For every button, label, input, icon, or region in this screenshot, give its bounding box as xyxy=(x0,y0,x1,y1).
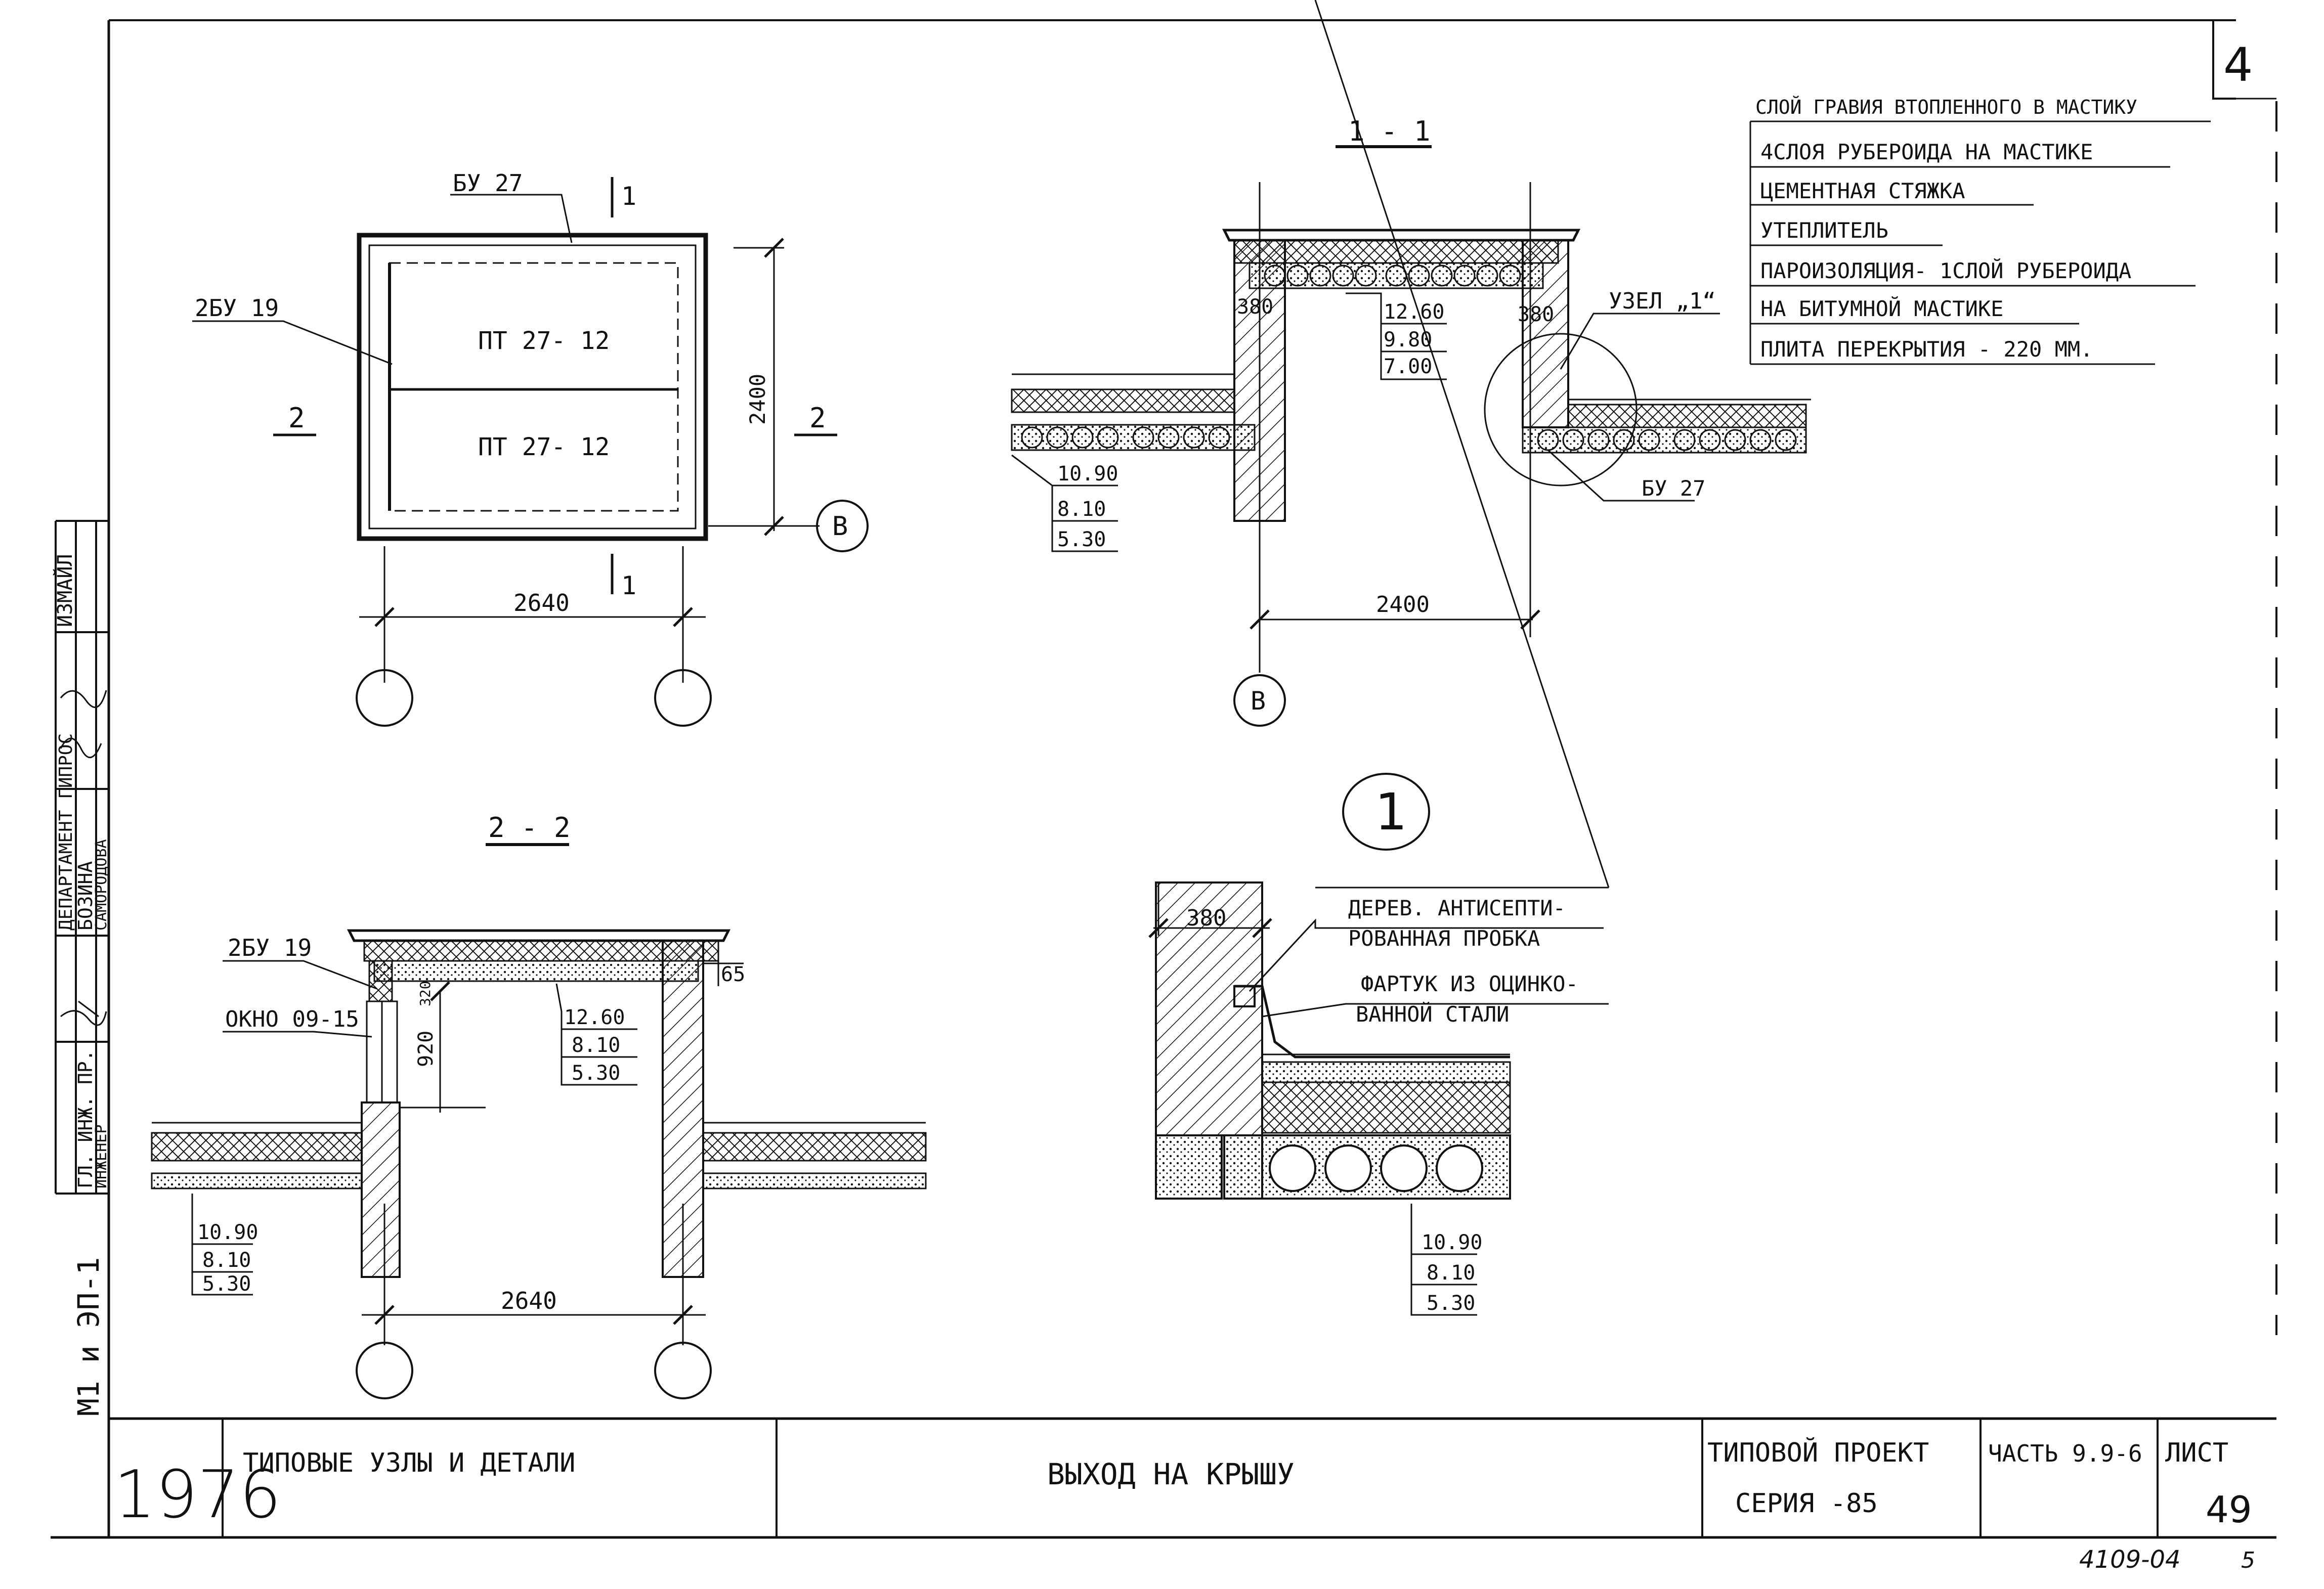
footer-code: 4109-04 xyxy=(2079,1546,2181,1574)
section-1-1-wall-right: 380 xyxy=(1518,303,1554,326)
section-1-1-title: 1 - 1 xyxy=(1348,115,1431,147)
side-stamp xyxy=(55,520,109,1195)
title-main: ВЫХОД НА КРЫШУ xyxy=(1047,1457,1295,1491)
title-block xyxy=(222,1419,2159,1537)
footer-page: 5 xyxy=(2241,1548,2255,1573)
stamp-cell-0: ИЗМАЙЛ xyxy=(53,554,77,628)
level-bottom-0: 10.90 xyxy=(1057,462,1118,485)
section-2-2 xyxy=(151,843,927,1399)
title-category: ТИПОВЫЕ УЗЛЫ И ДЕТАЛИ xyxy=(243,1448,575,1478)
level-top-2: 7.00 xyxy=(1384,355,1432,378)
plan-section-mark-right: 2 xyxy=(809,402,826,434)
plan-dim-height: 2400 xyxy=(745,374,770,425)
signature-mark xyxy=(60,1000,107,1026)
title-block-text: 1976 ТИПОВЫЕ УЗЛЫ И ДЕТАЛИ ВЫХОД НА КРЫШ… xyxy=(114,1437,2255,1574)
stamp-cell-3: САМОРОДОВА xyxy=(93,839,110,931)
node-1-level-2: 5.30 xyxy=(1427,1292,1475,1315)
signature-mark xyxy=(60,690,107,759)
layer-legend xyxy=(1749,120,2211,365)
plan-view xyxy=(192,177,869,727)
plan-dim-width: 2640 xyxy=(513,589,570,616)
layer-2: ЦЕМЕНТНАЯ СТЯЖКА xyxy=(1760,179,1965,203)
stamp-cell-1: ДЕПАРТАМЕНТ ГИПРОС xyxy=(56,733,76,931)
dim-920: 920 xyxy=(414,1031,438,1067)
side-stamp-text: ИЗМАЙЛ ДЕПАРТАМЕНТ ГИПРОС БОЗИНА САМОРОД… xyxy=(53,554,110,1417)
sheet-frame xyxy=(51,19,2277,1539)
plan-slab-1: ПТ 27- 12 xyxy=(478,327,610,355)
node-1-note1-line2: РОВАННАЯ ПРОБКА xyxy=(1348,926,1540,951)
level-top-1: 9.80 xyxy=(1384,328,1432,351)
layer-legend-text: СЛОЙ ГРАВИЯ ВТОПЛЕННОГО В МАСТИКУ 4СЛОЯ … xyxy=(1755,96,2137,362)
stamp-cell-5: ИНЖЕНЕР xyxy=(93,1125,110,1188)
level-top-0: 12.60 xyxy=(1384,300,1444,324)
node-1 xyxy=(1148,0,1610,1316)
plan-section-mark-bottom: 1 xyxy=(621,571,636,600)
title-project-label: ТИПОВОЙ ПРОЕКТ xyxy=(1707,1437,1929,1468)
section-2-2-beam: 2БУ 19 xyxy=(228,934,312,961)
section-2-2-dim-width: 2640 xyxy=(501,1287,557,1314)
node-1-note1-line1: ДЕРЕВ. АНТИСЕПТИ- xyxy=(1348,896,1566,920)
layer-1: 4СЛОЯ РУБЕРОИДА НА МАСТИКЕ xyxy=(1760,140,2093,164)
section-1-1-dim-width: 2400 xyxy=(1376,592,1430,617)
node-1-level-1: 8.10 xyxy=(1427,1261,1475,1285)
layer-3: УТЕПЛИТЕЛЬ xyxy=(1760,218,1888,243)
node-1-number: 1 xyxy=(1375,782,1407,842)
node-label: УЗЕЛ „1“ xyxy=(1609,288,1716,314)
plan-labels: БУ 27 2БУ 19 ПТ 27- 12 ПТ 27- 12 1 1 2 2… xyxy=(195,169,848,616)
node-1-labels: 1 380 ДЕРЕВ. АНТИСЕПТИ- РОВАННАЯ ПРОБКА … xyxy=(1186,782,1578,1315)
layer-6: ПЛИТА ПЕРЕКРЫТИЯ - 220 ММ. xyxy=(1760,337,2093,362)
plan-axis-b: В xyxy=(832,511,848,542)
title-sheet-number: 49 xyxy=(2206,1488,2252,1531)
section-1-1-beam: БУ 27 xyxy=(1642,476,1705,501)
plan-beam-left: 2БУ 19 xyxy=(195,294,279,322)
dim-65: 65 xyxy=(721,963,745,986)
title-part: ЧАСТЬ 9.9-6 xyxy=(1988,1440,2142,1467)
section-1-1 xyxy=(1011,145,1811,727)
plan-slab-2: ПТ 27- 12 xyxy=(478,433,610,461)
section-1-1-labels: 1 - 1 380 380 12.60 9.80 7.00 10.90 8.10… xyxy=(1057,115,1716,716)
plan-section-mark-top: 1 xyxy=(621,182,636,211)
node-1-note2-line1: ФАРТУК ИЗ ОЦИНКО- xyxy=(1361,972,1578,996)
plan-section-mark-left: 2 xyxy=(288,402,305,434)
section-2-2-window: ОКНО 09-15 xyxy=(225,1006,359,1032)
s22-level-bottom-0: 10.90 xyxy=(197,1221,258,1244)
stamp-cell-2: БОЗИНА xyxy=(74,861,97,931)
plan-beam-top: БУ 27 xyxy=(453,169,523,197)
s22-level-top-2: 5.30 xyxy=(572,1062,620,1085)
s22-level-bottom-1: 8.10 xyxy=(202,1249,251,1272)
title-sheet-label: ЛИСТ xyxy=(2165,1438,2228,1468)
section-1-1-axis-b: В xyxy=(1251,686,1266,716)
node-1-note2-line2: ВАННОЙ СТАЛИ xyxy=(1356,1001,1509,1027)
level-bottom-1: 8.10 xyxy=(1057,498,1106,521)
node-1-level-0: 10.90 xyxy=(1422,1231,1482,1254)
title-series: СЕРИЯ -85 xyxy=(1735,1488,1878,1519)
stamp-cell-4: ГЛ. ИНЖ. ПР. xyxy=(74,1049,97,1188)
layer-4: ПАРОИЗОЛЯЦИЯ- 1СЛОЙ РУБЕРОИДА xyxy=(1760,258,2131,283)
s22-level-top-1: 8.10 xyxy=(572,1034,620,1057)
section-2-2-title: 2 - 2 xyxy=(488,812,571,844)
title-year: 1976 xyxy=(114,1456,281,1533)
stamp-code: М1 и ЭП-1 xyxy=(71,1257,106,1416)
node-1-wall: 380 xyxy=(1186,905,1226,931)
s22-level-bottom-2: 5.30 xyxy=(202,1272,251,1296)
level-bottom-2: 5.30 xyxy=(1057,528,1106,551)
top-sheet-number: 4 xyxy=(2223,38,2253,92)
layer-0: СЛОЙ ГРАВИЯ ВТОПЛЕННОГО В МАСТИКУ xyxy=(1755,96,2137,118)
s22-level-top-0: 12.60 xyxy=(564,1006,625,1029)
layer-5: НА БИТУМНОЙ МАСТИКЕ xyxy=(1760,296,2003,321)
section-1-1-wall-left: 380 xyxy=(1237,295,1273,319)
dim-320: 320 xyxy=(417,981,434,1006)
section-2-2-labels: 2 - 2 2БУ 19 ОКНО 09-15 320 920 65 12.60… xyxy=(197,812,745,1314)
